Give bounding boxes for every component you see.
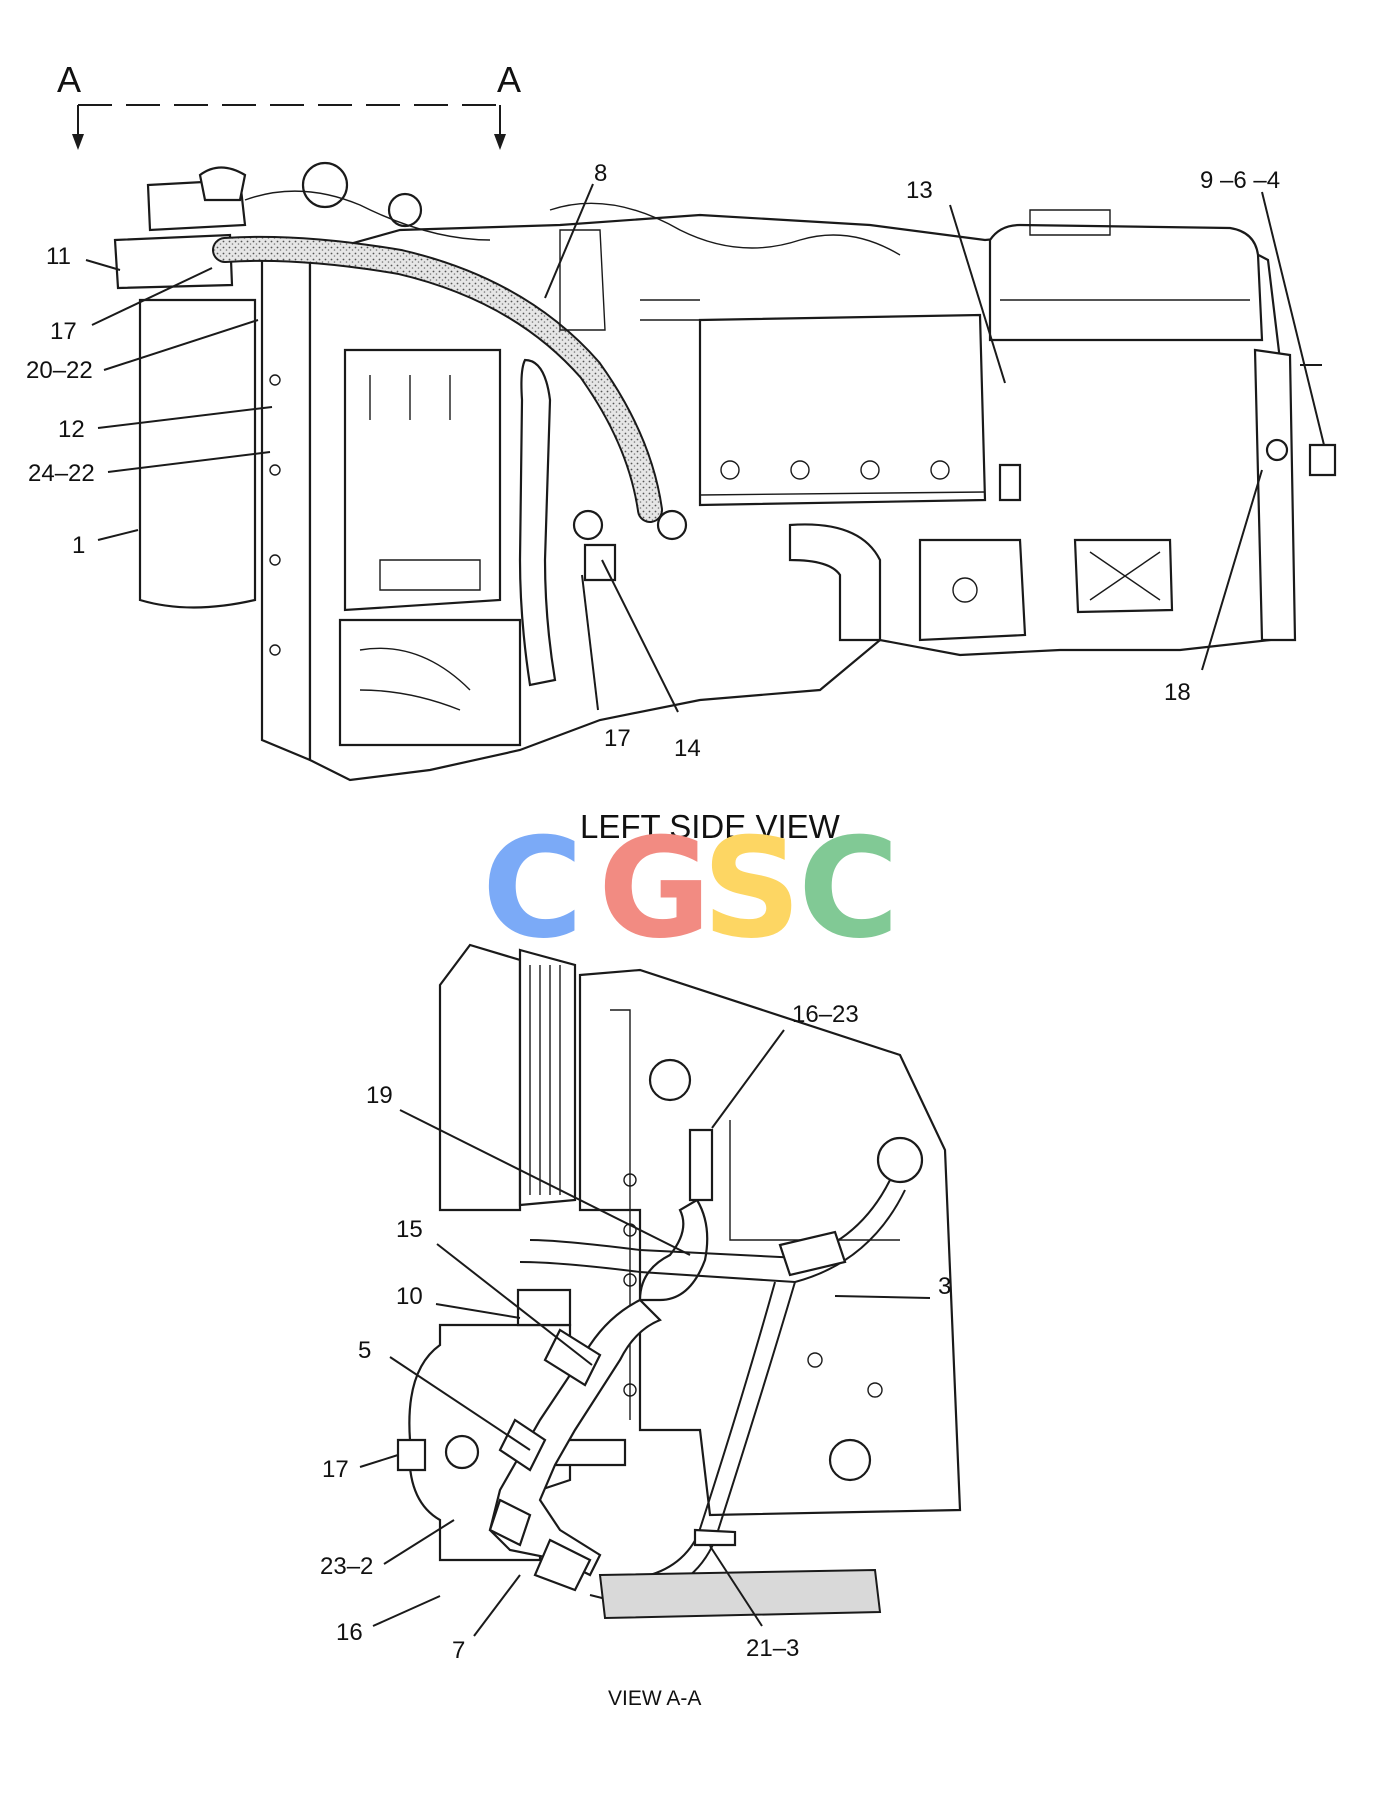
callout-label: 8	[594, 160, 607, 187]
callout-label: 21–3	[746, 1635, 799, 1662]
filter-canister	[138, 298, 257, 609]
grille-block	[1073, 538, 1174, 614]
callout-label: 13	[906, 177, 933, 204]
callout-label: 18	[1164, 679, 1191, 706]
mounting-bracket	[260, 248, 312, 762]
lower-callouts: 16–23 19 15 10 3 5 17 23–2 16 7 21–3	[320, 1001, 951, 1664]
section-line-a-a: A A	[57, 59, 521, 150]
callout-label: 14	[674, 735, 701, 762]
view-caption: VIEW A-A	[608, 1687, 701, 1710]
watermark-letter: S	[702, 808, 801, 969]
engine-front-housing	[578, 968, 962, 1517]
clip-3	[778, 1230, 847, 1277]
top-left-connectors	[113, 161, 491, 290]
callout-label: 15	[396, 1216, 423, 1243]
view-title: LEFT SIDE VIEW	[580, 808, 841, 845]
callout-label: 7	[452, 1637, 465, 1664]
callout-label: 1	[72, 532, 85, 559]
fitting	[656, 509, 688, 541]
valve-cover	[988, 223, 1264, 342]
callout-label: 12	[58, 416, 85, 443]
view-a-a-drawing	[396, 943, 962, 1620]
arrow-down-icon	[494, 134, 506, 150]
callout-label: 24–22	[28, 460, 95, 487]
watermark-letter: C	[798, 808, 899, 969]
callout-label: 3	[938, 1273, 951, 1300]
callout-label: 20–22	[26, 357, 93, 384]
upper-callouts: 11 17 20–22 12 24–22 1 8 13 9 –6 –4 18 1…	[26, 160, 1280, 762]
vertical-hose	[518, 358, 557, 687]
watermark-logo: C G S C	[482, 808, 899, 969]
arrow-down-icon	[72, 134, 84, 150]
callout-label: 16–23	[792, 1001, 859, 1028]
callout-label: 23–2	[320, 1553, 373, 1580]
callout-label: 5	[358, 1337, 371, 1364]
callout-label: 17	[322, 1456, 349, 1483]
lower-leader-lines	[359, 1029, 931, 1637]
fitting	[572, 509, 604, 541]
intake-manifold	[698, 313, 987, 507]
connector-clamp	[1308, 443, 1337, 477]
fitting-16-23	[688, 1128, 714, 1202]
pulley-housing	[438, 943, 522, 1212]
callout-label: 17	[50, 318, 77, 345]
clamp-21-3	[693, 1528, 737, 1547]
callout-label: 10	[396, 1283, 423, 1310]
stippled-hose-lower	[598, 1568, 882, 1620]
callout-label: 11	[46, 243, 71, 270]
engine-left-side-drawing	[113, 161, 1337, 782]
callout-label: 16	[336, 1619, 363, 1646]
watermark-letter: C	[482, 808, 583, 969]
belt	[518, 948, 577, 1207]
upper-leader-lines	[85, 183, 1325, 713]
section-letter-left: A	[57, 59, 81, 100]
callout-label: 9 –6 –4	[1200, 167, 1280, 194]
intake-elbow	[788, 523, 882, 642]
harness-box	[338, 618, 522, 747]
crankcase-plate	[343, 348, 502, 612]
stippled-hose	[214, 237, 661, 521]
callout-label: 17	[604, 725, 631, 752]
callout-label: 19	[366, 1082, 393, 1109]
watermark-letter: G	[598, 808, 711, 969]
section-letter-right: A	[497, 59, 521, 100]
front-housing	[1253, 348, 1297, 642]
round-cover	[918, 538, 1027, 642]
